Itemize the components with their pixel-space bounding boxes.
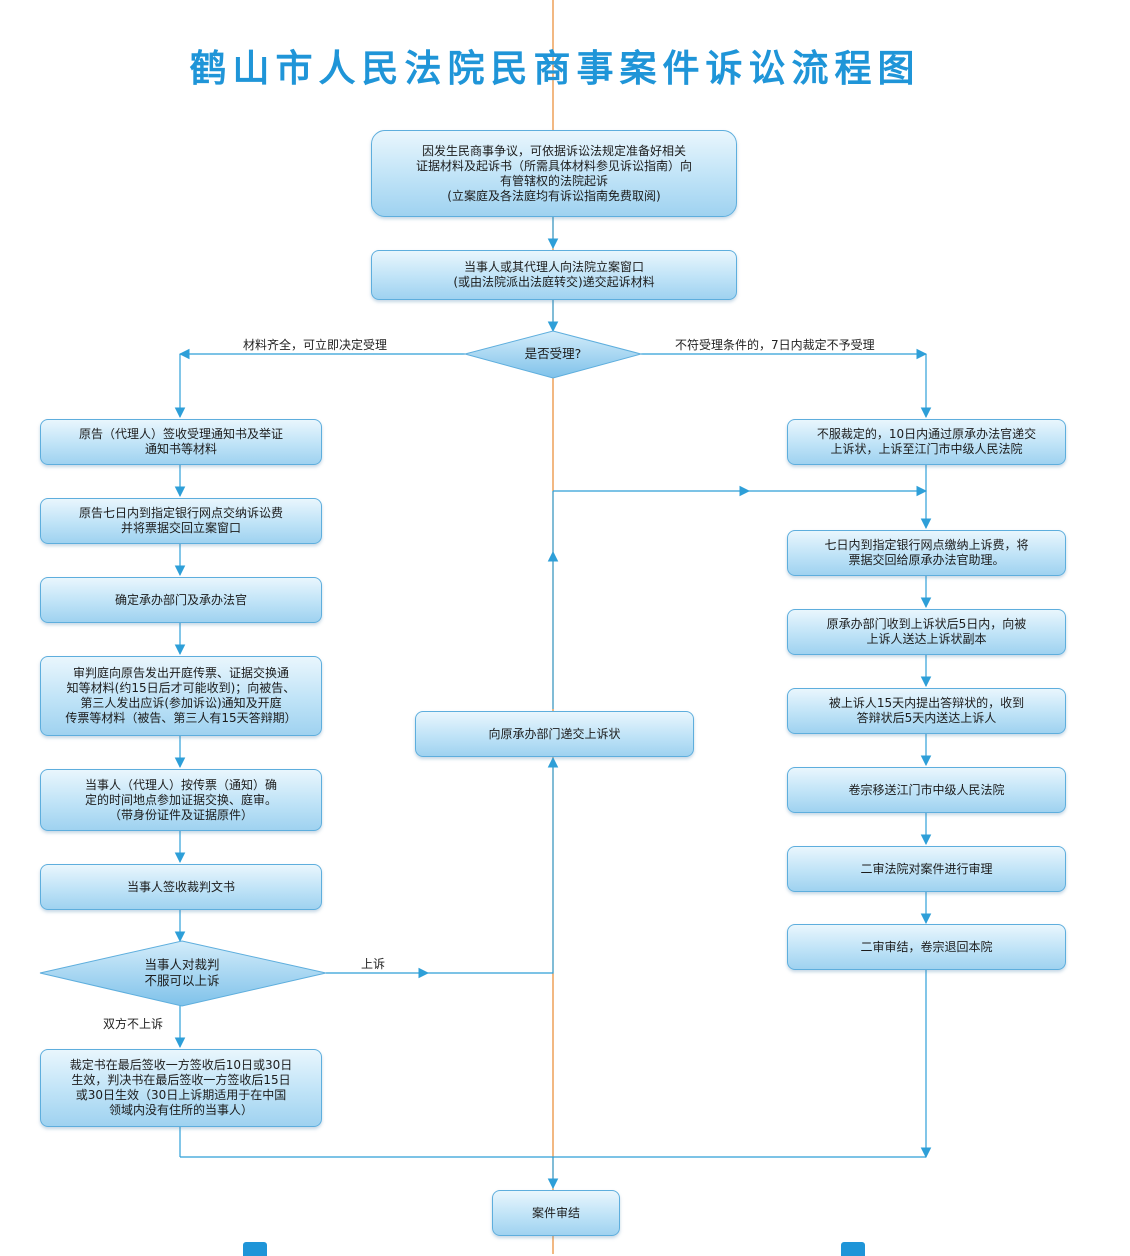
step-right-7: 二审审结，卷宗退回本院	[787, 924, 1066, 970]
decision-appeal-diamond	[39, 940, 327, 1007]
step-left-5: 当事人（代理人）按传票（通知）确 定的时间地点参加证据交换、庭审。 （带身份证件…	[40, 769, 322, 831]
step-submit: 当事人或其代理人向法院立案窗口 (或由法院派出法庭转交)递交起诉材料	[371, 250, 737, 300]
step-right-5: 卷宗移送江门市中级人民法院	[787, 767, 1066, 813]
decision-accept-text: 是否受理?	[524, 346, 582, 361]
step-effect: 裁定书在最后签收一方签收后10日或30日 生效，判决书在最后签收一方签收后15日…	[40, 1049, 322, 1127]
step-left-1: 原告（代理人）签收受理通知书及举证 通知书等材料	[40, 419, 322, 465]
step-middle-submit-appeal: 向原承办部门递交上诉状	[415, 711, 694, 757]
step-left-2: 原告七日内到指定银行网点交纳诉讼费 并将票据交回立案窗口	[40, 498, 322, 544]
decision-accept-diamond	[463, 330, 643, 379]
section-badge-2	[841, 1242, 865, 1256]
section-badge-1	[243, 1242, 267, 1256]
step-right-4: 被上诉人15天内提出答辩状的，收到 答辩状后5天内送达上诉人	[787, 688, 1066, 734]
step-left-3: 确定承办部门及承办法官	[40, 577, 322, 623]
line-appeal-up	[428, 756, 559, 974]
label-no-appeal: 双方不上诉	[103, 1017, 164, 1031]
label-accept-yes: 材料齐全，可立即决定受理	[243, 338, 388, 352]
page-title: 鹤山市人民法院民商事案件诉讼流程图	[189, 47, 921, 90]
step-end: 案件审结	[492, 1190, 620, 1236]
step-left-6: 当事人签收裁判文书	[40, 864, 322, 910]
step-right-1: 不服裁定的，10日内通过原承办法官递交 上诉状，上诉至江门市中级人民法院	[787, 419, 1066, 465]
label-appeal: 上诉	[361, 957, 386, 971]
step-start: 因发生民商事争议，可依据诉讼法规定准备好相关 证据材料及起诉书（所需具体材料参见…	[371, 130, 737, 217]
step-right-6: 二审法院对案件进行审理	[787, 846, 1066, 892]
label-accept-no: 不符受理条件的，7日内裁定不予受理	[675, 338, 875, 352]
decision-appeal-text: 当事人对裁判 不服可以上诉	[144, 957, 220, 988]
step-right-3: 原承办部门收到上诉状后5日内，向被 上诉人送达上诉状副本	[787, 609, 1066, 655]
step-left-4: 审判庭向原告发出开庭传票、证据交换通 知等材料(约15日后才可能收到)；向被告、…	[40, 656, 322, 736]
step-right-2: 七日内到指定银行网点缴纳上诉费，将 票据交回给原承办法官助理。	[787, 530, 1066, 576]
